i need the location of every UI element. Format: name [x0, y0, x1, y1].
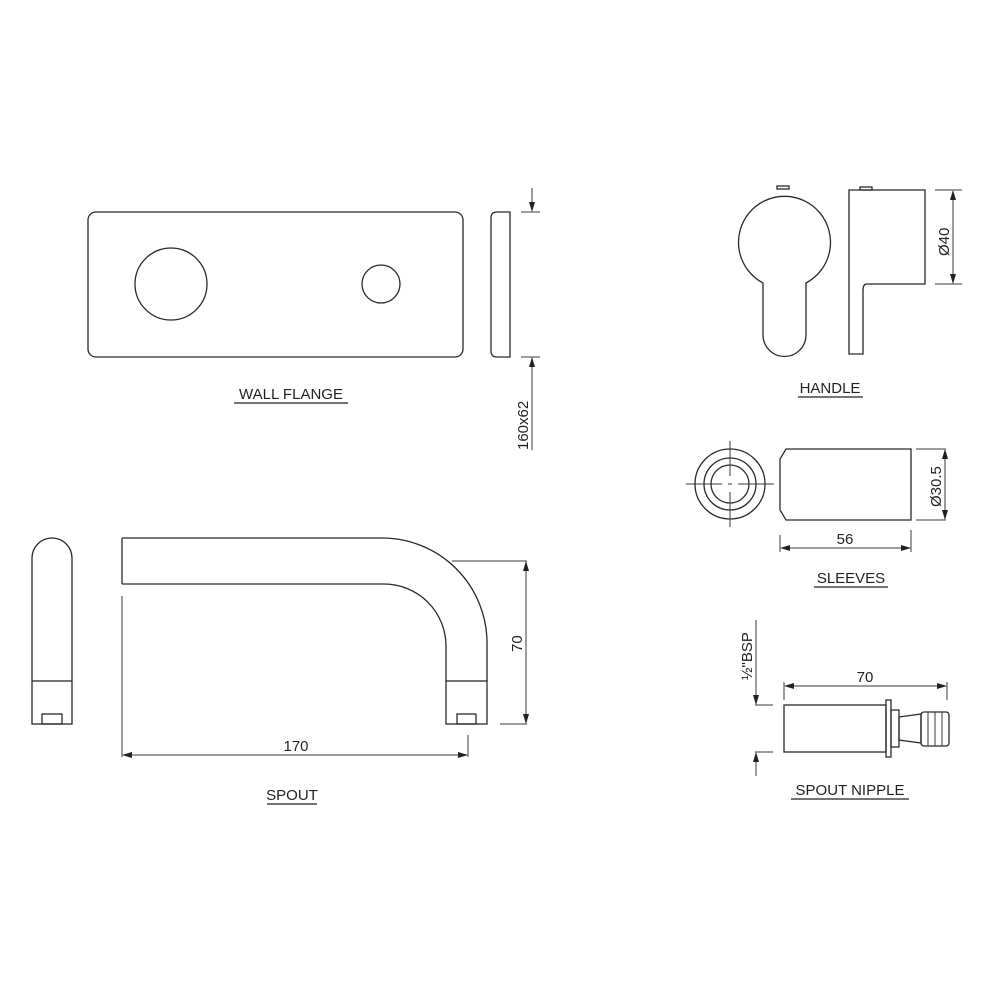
wall-flange-side-view [490, 211, 511, 358]
flange-dimension-text: 160x62 [515, 401, 532, 450]
handle-dimension-text: Ø40 [936, 228, 953, 256]
wall-flange-front-view [87, 211, 464, 358]
sleeves-end-view [686, 441, 774, 527]
spout-label: SPOUT [266, 787, 318, 805]
handle-front-view [737, 185, 832, 358]
sleeves-dimensions: Ø30.5 56 [779, 448, 948, 552]
wall-flange-label: WALL FLANGE [234, 386, 348, 404]
spout-nipple-dimensions: 70 ½"BSP [739, 620, 948, 776]
spout-dimensions: 170 70 [121, 560, 529, 758]
nipple-length-text: 70 [857, 669, 874, 686]
sleeves-label: SLEEVES [814, 570, 888, 588]
handle-label: HANDLE [798, 380, 863, 398]
sleeve-length-text: 56 [837, 531, 854, 548]
sleeves-side-view [779, 448, 912, 521]
spout-nipple-label: SPOUT NIPPLE [791, 782, 909, 800]
spout-nipple-view [783, 699, 950, 758]
spout-nipple-title: SPOUT NIPPLE [796, 782, 905, 799]
wall-flange-dimension: 160x62 [515, 188, 540, 450]
wall-flange-title: WALL FLANGE [239, 386, 343, 403]
handle-side-view [848, 186, 926, 355]
nipple-thread-text: ½"BSP [739, 632, 756, 680]
spout-title: SPOUT [266, 787, 318, 804]
handle-dimension: Ø40 [935, 189, 962, 285]
spout-height-text: 70 [509, 635, 526, 652]
sleeves-title: SLEEVES [817, 570, 885, 587]
sleeve-diameter-text: Ø30.5 [928, 466, 945, 507]
spout-end-view [31, 537, 73, 725]
spout-length-text: 170 [283, 738, 308, 755]
handle-title: HANDLE [800, 380, 861, 397]
spout-side-view [121, 537, 488, 725]
